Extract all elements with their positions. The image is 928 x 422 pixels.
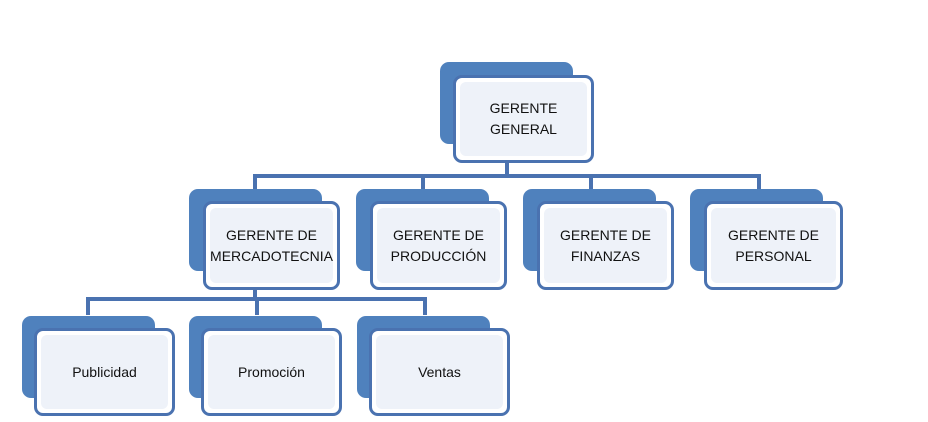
connector-marketing-stem: [253, 286, 257, 300]
connector-manager-4-drop: [757, 174, 761, 189]
node-label: GERENTE DE PRODUCCIÓN: [390, 226, 487, 264]
node-gerente-personal: GERENTE DE PERSONAL: [690, 189, 843, 290]
node-gerente-produccion: GERENTE DE PRODUCCIÓN: [356, 189, 507, 290]
node-gerente-finanzas: GERENTE DE FINANZAS: [523, 189, 674, 290]
connector-root-stem: [505, 150, 509, 176]
node-label: Promoción: [238, 363, 305, 380]
node-label: GERENTE GENERAL: [489, 100, 558, 137]
node-box: GERENTE DE PERSONAL: [704, 201, 843, 290]
node-box: GERENTE GENERAL: [453, 75, 594, 163]
connector-managers-bar: [253, 174, 761, 178]
node-box: GERENTE DE MERCADOTECNIA: [203, 201, 340, 290]
node-gerente-mercadotecnia: GERENTE DE MERCADOTECNIA: [189, 189, 340, 290]
node-label: GERENTE DE PERSONAL: [727, 226, 819, 264]
node-promocion: Promoción: [189, 316, 342, 416]
connector-subunit-3-drop: [423, 297, 427, 315]
node-label: GERENTE DE FINANZAS: [559, 226, 651, 264]
node-label: GERENTE DE MERCADOTECNIA: [210, 226, 333, 264]
node-ventas: Ventas: [357, 316, 510, 416]
connector-manager-2-drop: [421, 174, 425, 189]
node-publicidad: Publicidad: [22, 316, 175, 416]
connector-manager-1-drop: [253, 174, 257, 189]
node-box: Publicidad: [34, 328, 175, 416]
node-box: Ventas: [369, 328, 510, 416]
node-box: GERENTE DE PRODUCCIÓN: [370, 201, 507, 290]
connector-subunit-2-drop: [255, 297, 259, 315]
connector-manager-3-drop: [589, 174, 593, 189]
node-box: Promoción: [201, 328, 342, 416]
node-gerente-general: GERENTE GENERAL: [440, 62, 594, 163]
node-box: GERENTE DE FINANZAS: [537, 201, 674, 290]
connector-subunit-1-drop: [86, 297, 90, 315]
node-label: Publicidad: [72, 363, 137, 380]
node-label: Ventas: [418, 363, 461, 380]
